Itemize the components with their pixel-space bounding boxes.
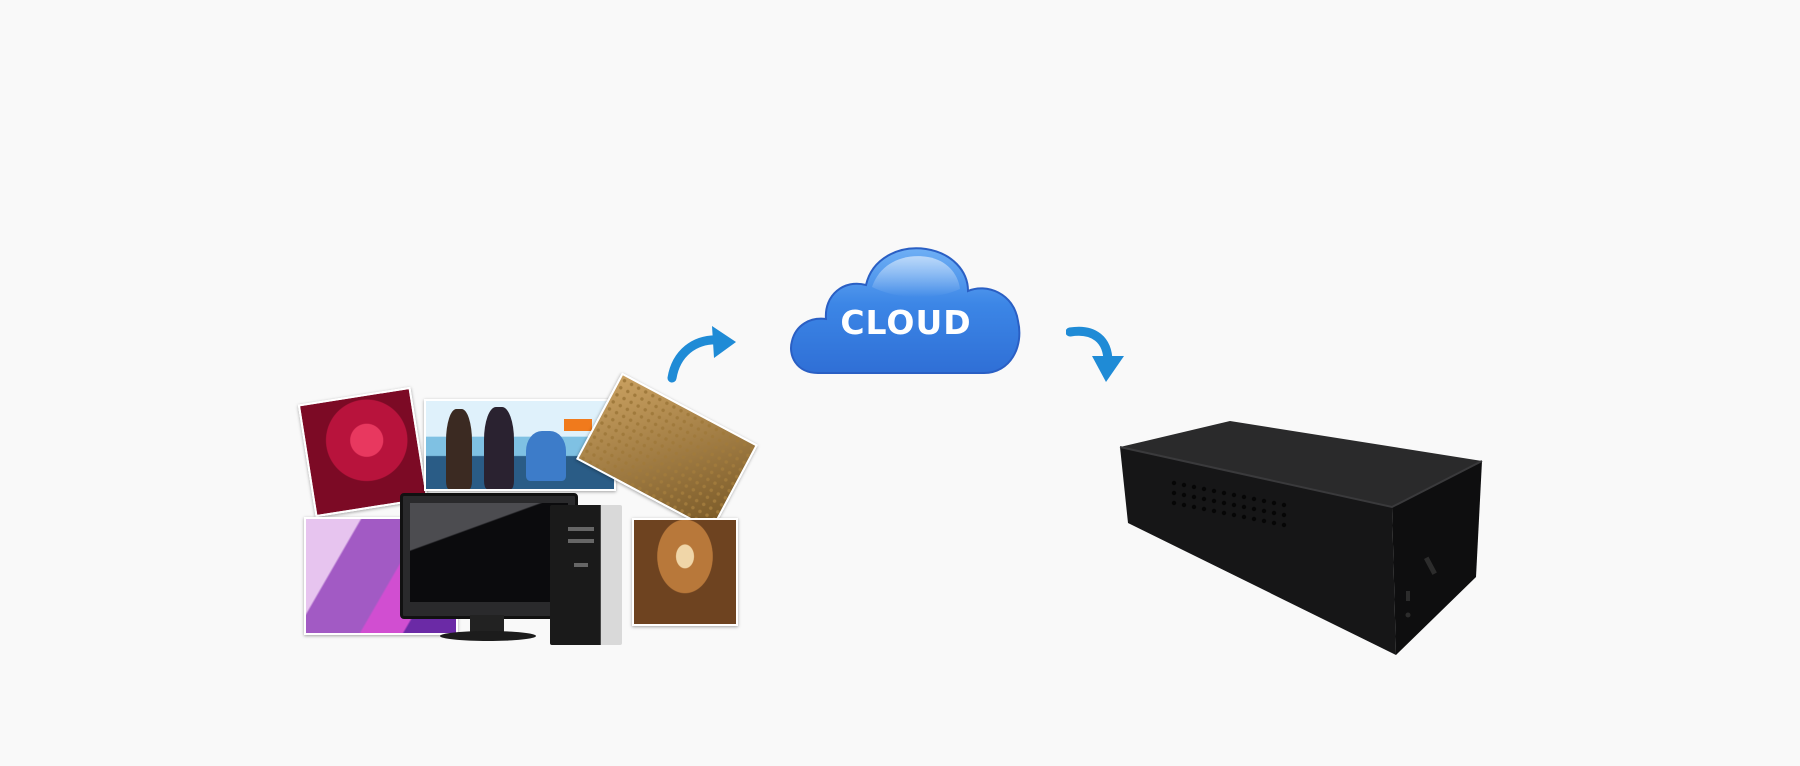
cloud-shape-icon [790,247,1021,374]
monitor-stand-icon [470,615,504,633]
desktop-pc-with-photo-collage-icon [297,372,760,665]
media-player-box-icon [1119,421,1483,655]
gold-fashion-photo-icon [632,518,738,626]
upload-arrow-icon [667,326,736,383]
brand-tag-icon [564,419,592,431]
cloud-label: CLOUD [840,303,972,342]
pc-tower-icon [550,505,622,645]
monitor-base-icon [440,631,536,641]
cloud-icon: CLOUD [788,243,1024,375]
download-arrow-icon [1066,326,1124,382]
vent-holes-icon [1171,480,1287,528]
